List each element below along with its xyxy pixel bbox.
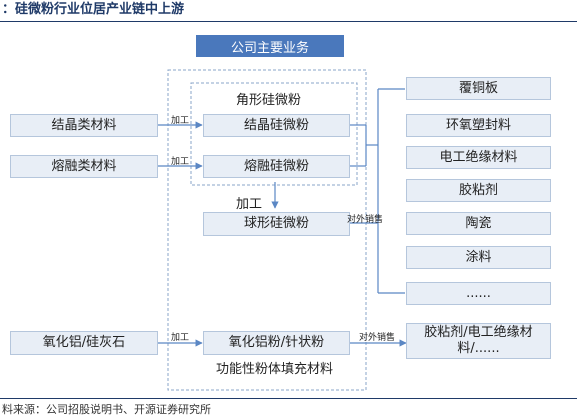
product-alumina-needle: 氧化铝粉/针状粉 bbox=[203, 331, 350, 355]
process-label-fused: 加工 bbox=[171, 157, 190, 167]
angular-group-label: 角形硅微粉 bbox=[236, 93, 302, 108]
source-rule bbox=[0, 398, 577, 399]
input-alumina-wollastonite: 氧化铝/硅灰石 bbox=[10, 331, 158, 355]
title-rule bbox=[0, 21, 577, 22]
application-adhesive: 胶粘剂 bbox=[406, 179, 551, 202]
application-bottom: 胶粘剂/电工绝缘材料/...... bbox=[406, 323, 551, 359]
application-ceramics: 陶瓷 bbox=[406, 212, 551, 235]
application-more: ...... bbox=[406, 282, 551, 305]
company-business-header: 公司主要业务 bbox=[196, 35, 344, 57]
application-insulation: 电工绝缘材料 bbox=[406, 146, 551, 169]
product-spherical: 球形硅微粉 bbox=[203, 212, 350, 236]
figure-title: ：硅微粉行业位居产业链中上游 bbox=[2, 2, 185, 17]
process-label-crystalline: 加工 bbox=[171, 116, 190, 126]
process-label-alumina: 加工 bbox=[171, 333, 190, 343]
angular-group-border bbox=[190, 82, 358, 186]
application-emc: 环氧塑封料 bbox=[406, 114, 551, 137]
external-sales-label-upper: 对外销售 bbox=[347, 215, 384, 225]
source-note: 料来源：公司招股说明书、开源证券研究所 bbox=[2, 403, 211, 416]
product-crystalline: 结晶硅微粉 bbox=[203, 114, 350, 137]
product-fused: 熔融硅微粉 bbox=[203, 155, 350, 178]
external-sales-label-lower: 对外销售 bbox=[359, 333, 396, 343]
input-crystalline: 结晶类材料 bbox=[10, 114, 158, 137]
application-coating: 涂料 bbox=[406, 246, 551, 269]
process-label-spherical: 加工 bbox=[236, 197, 263, 212]
application-ccl: 覆铜板 bbox=[406, 77, 551, 100]
company-business-border bbox=[167, 69, 367, 391]
functional-group-label: 功能性粉体填充材料 bbox=[216, 362, 334, 377]
input-fused: 熔融类材料 bbox=[10, 155, 158, 178]
